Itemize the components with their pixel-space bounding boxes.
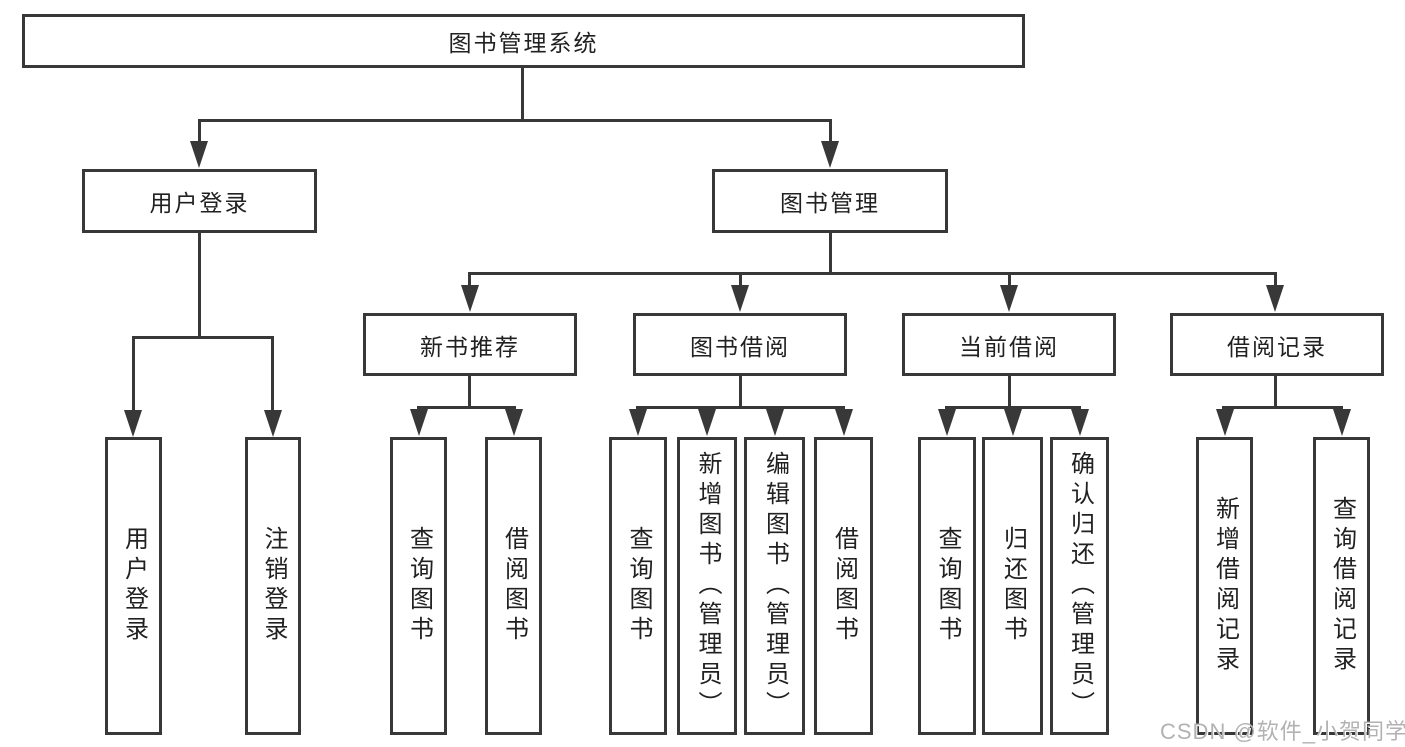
node-book-mgmt: 图书管理 xyxy=(712,169,948,233)
leaf-logout-label: 注销登录 xyxy=(260,526,287,646)
leaf-edit-books-admin: 编辑图书（管理员） xyxy=(744,437,805,735)
connector-trunk xyxy=(739,376,742,408)
arrow-down xyxy=(938,409,956,436)
arrow-down xyxy=(731,285,749,312)
arrow-down xyxy=(1266,285,1284,312)
node-new-book-recommend-label: 新书推荐 xyxy=(420,333,520,360)
arrow-down xyxy=(264,410,282,437)
arrow-down xyxy=(1333,409,1351,436)
arrow-down xyxy=(835,409,853,436)
arrow-down xyxy=(461,285,479,312)
arrow-down xyxy=(766,409,784,436)
connector-drop-l3 xyxy=(1008,272,1011,287)
connector-root-spread xyxy=(198,119,831,122)
leaf-logout: 注销登录 xyxy=(245,437,301,735)
connector-spread xyxy=(636,406,845,409)
node-current-borrow-label: 当前借阅 xyxy=(959,333,1059,360)
arrow-down xyxy=(1216,409,1234,436)
leaf-query-borrow-record: 查询借阅记录 xyxy=(1313,437,1370,735)
leaf-borrow-books-recommend: 借阅图书 xyxy=(485,437,542,735)
arrow-down xyxy=(1071,409,1089,436)
arrow-down xyxy=(410,409,428,436)
arrow-down xyxy=(1000,285,1018,312)
connector-drop-book-mgmt xyxy=(829,119,832,143)
arrow-down xyxy=(1004,409,1022,436)
connector-drop-leaf xyxy=(271,336,274,412)
leaf-edit-books-admin-label: 编辑图书（管理员） xyxy=(761,451,789,721)
connector-book-mgmt-spread xyxy=(468,272,1276,275)
leaf-query-books-recommend: 查询图书 xyxy=(390,437,447,735)
connector-user-login-spread xyxy=(132,336,273,339)
leaf-borrow-books-label: 借阅图书 xyxy=(830,526,858,646)
node-borrow-records-label: 借阅记录 xyxy=(1227,333,1327,360)
node-book-borrow: 图书借阅 xyxy=(633,313,847,376)
leaf-query-books-label: 查询图书 xyxy=(625,526,652,646)
leaf-add-books-admin: 新增图书（管理员） xyxy=(677,437,737,735)
node-user-login: 用户登录 xyxy=(82,169,317,233)
node-book-mgmt-label: 图书管理 xyxy=(780,190,880,216)
node-user-login-label: 用户登录 xyxy=(149,190,250,216)
connector-book-mgmt-trunk xyxy=(829,233,832,275)
leaf-query-books-label: 查询图书 xyxy=(934,526,961,646)
connector-trunk xyxy=(1274,376,1277,408)
leaf-user-login-label: 用户登录 xyxy=(120,526,148,646)
connector-drop-user-login xyxy=(198,119,201,143)
leaf-add-books-admin-label: 新增图书（管理员） xyxy=(694,451,721,721)
leaf-borrow-books: 借阅图书 xyxy=(814,437,873,735)
connector-root-trunk xyxy=(521,66,524,122)
watermark: CSDN @软件_小贺同学 xyxy=(1160,719,1405,744)
connector-trunk xyxy=(1008,376,1011,408)
leaf-query-books-borrow: 查询图书 xyxy=(609,437,667,735)
leaf-user-login: 用户登录 xyxy=(105,437,162,735)
node-root-system: 图书管理系统 xyxy=(22,14,1025,68)
leaf-confirm-return-admin: 确认归还（管理员） xyxy=(1050,437,1109,735)
connector-spread xyxy=(417,406,516,409)
connector-trunk xyxy=(468,376,471,408)
arrow-down xyxy=(190,141,208,168)
connector-drop-l3 xyxy=(739,272,742,287)
node-root-label: 图书管理系统 xyxy=(448,30,599,56)
connector-drop-l3 xyxy=(1274,272,1277,287)
arrow-down xyxy=(505,409,523,436)
node-new-book-recommend: 新书推荐 xyxy=(363,313,577,376)
leaf-confirm-return-admin-label: 确认归还（管理员） xyxy=(1066,451,1094,721)
leaf-add-borrow-record: 新增借阅记录 xyxy=(1196,437,1253,735)
arrow-down xyxy=(124,410,142,437)
connector-spread xyxy=(1222,406,1343,409)
leaf-add-borrow-record-label: 新增借阅记录 xyxy=(1211,496,1239,676)
connector-drop-l3 xyxy=(468,272,471,287)
leaf-query-books-label: 查询图书 xyxy=(405,526,433,646)
leaf-query-borrow-record-label: 查询借阅记录 xyxy=(1328,496,1356,676)
leaf-return-books: 归还图书 xyxy=(982,437,1043,735)
leaf-query-books-current: 查询图书 xyxy=(918,437,976,735)
arrow-down xyxy=(629,409,647,436)
connector-user-login-trunk xyxy=(198,233,201,339)
leaf-return-books-label: 归还图书 xyxy=(999,526,1027,646)
node-book-borrow-label: 图书借阅 xyxy=(690,333,790,360)
node-borrow-records: 借阅记录 xyxy=(1170,313,1384,376)
node-current-borrow: 当前借阅 xyxy=(902,313,1116,376)
leaf-borrow-books-label: 借阅图书 xyxy=(500,526,528,646)
connector-spread xyxy=(945,406,1081,409)
connector-drop-leaf xyxy=(132,336,135,412)
arrow-down xyxy=(821,141,839,168)
arrow-down xyxy=(698,409,716,436)
